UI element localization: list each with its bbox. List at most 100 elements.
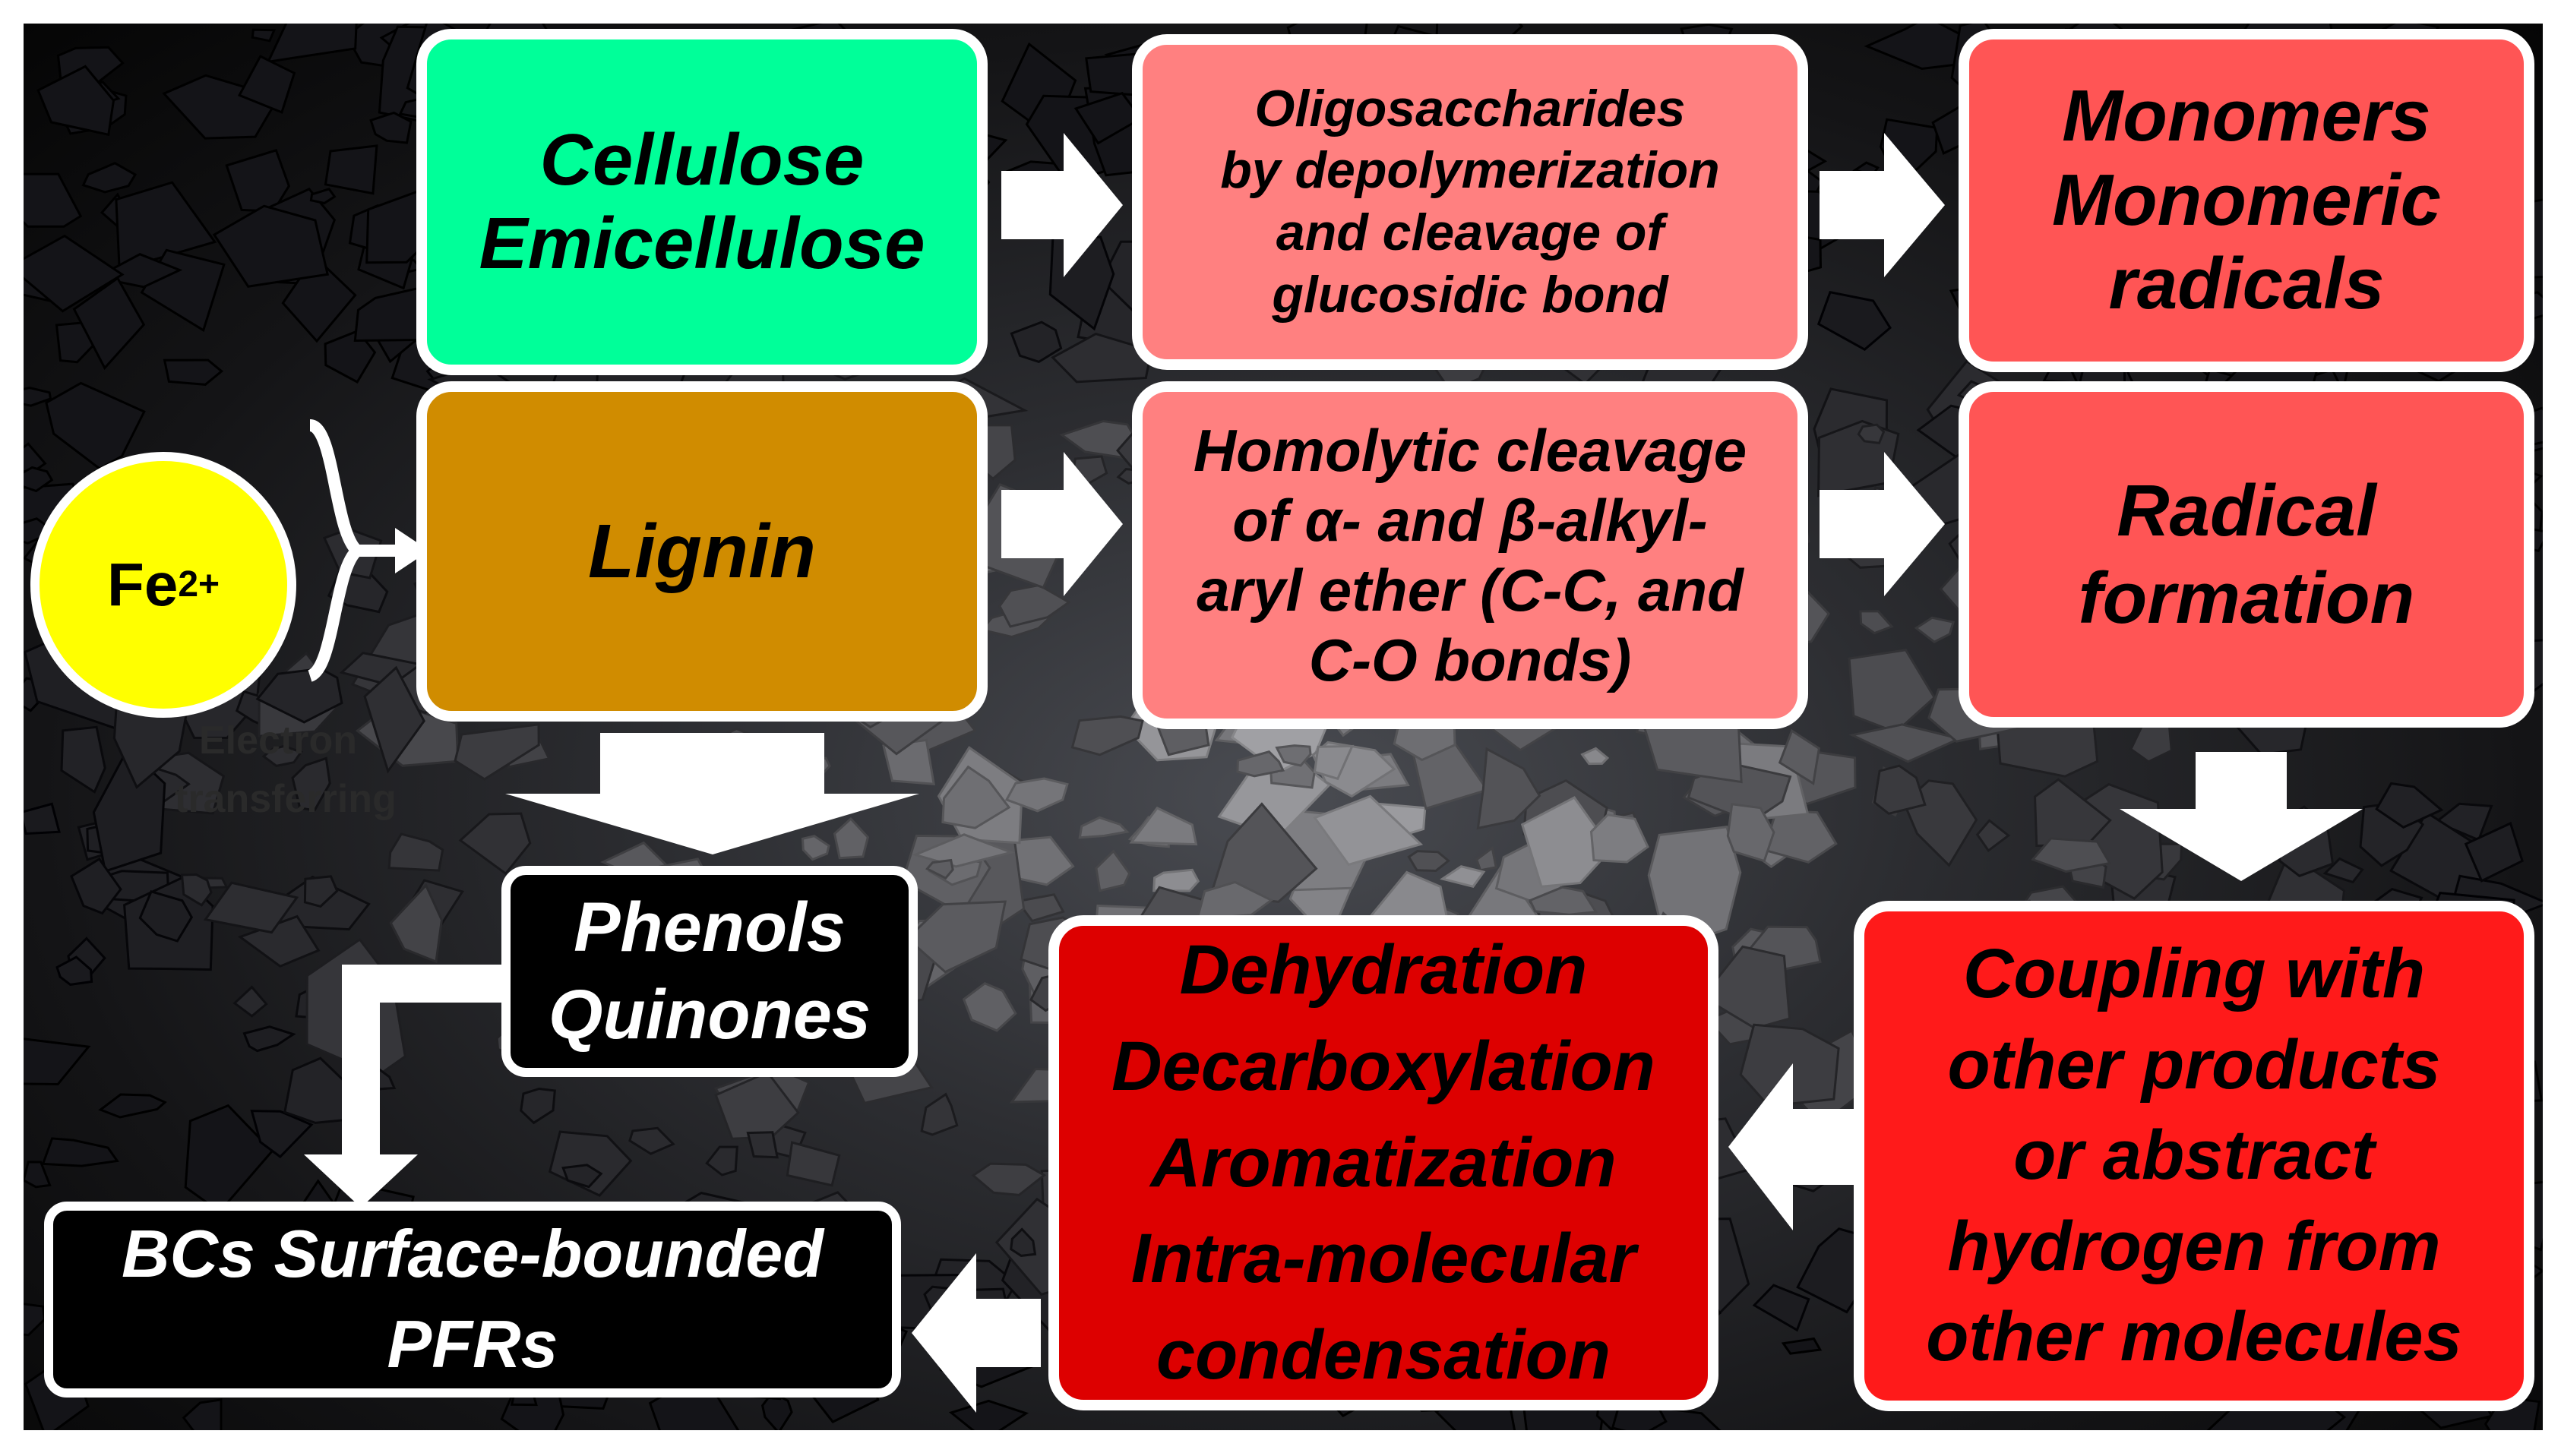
charcoal-chunk [786,1141,841,1187]
charcoal-chunk [237,55,296,114]
charcoal-chunk [180,873,213,907]
dehydration-line-3: Aromatization [1150,1123,1617,1202]
charcoal-chunk [1313,794,1424,867]
charcoal-chunk [389,883,443,964]
coupling-line-4: hydrogen from [1947,1207,2441,1285]
charcoal-chunk [24,172,83,228]
charcoal-chunk [138,889,194,943]
charcoal-chunk [2031,837,2112,873]
homolytic-line-4: C-O bonds) [1308,627,1632,694]
charcoal-chunk [324,329,377,384]
charcoal-chunk [1010,1227,1037,1257]
charcoal-chunk [454,723,540,781]
coupling-line-3: or abstract [2013,1116,2375,1195]
box-radical: Radical formation [1959,381,2534,728]
charcoal-chunk [1196,880,1274,921]
charcoal-chunk [2322,857,2364,884]
charcoal-chunk [962,981,1017,1032]
charcoal-chunk [324,144,378,195]
charcoal-chunk [1528,886,1598,916]
charcoal-chunk [920,1092,959,1136]
charcoal-chunk [24,1038,91,1086]
charcoal-chunk [24,386,52,407]
charcoal-chunk [70,857,122,915]
arrow-oligo-to-monomers [1820,133,1945,277]
pfrs-line-1: BCs Surface-bounded [121,1216,824,1292]
oligo-line-1: Oligosaccharides [1254,79,1686,137]
box-phenols: Phenols Quinones [501,866,918,1077]
charcoal-chunk [98,1093,167,1119]
charcoal-chunk [971,1162,1047,1196]
cellulose-line-2: Emicellulose [479,203,925,284]
charcoal-chunk [291,756,331,812]
electron-label-line-2: transferring [175,777,397,821]
charcoal-chunk [261,744,303,768]
charcoal-chunk [203,881,299,934]
charcoal-chunk [1010,321,1063,364]
charcoal-chunk [163,358,224,386]
charcoal-chunk [60,725,106,794]
charcoal-chunk [55,955,93,986]
charcoal-chunk [24,234,125,313]
charcoal-chunk [746,1131,779,1159]
lignin-label: Lignin [588,508,816,594]
charcoal-chunk [520,1087,556,1125]
box-monomers: Monomers Monomeric radicals [1959,29,2534,372]
arrow-radical-to-coupling [2120,752,2363,881]
charcoal-chunk [1051,332,1153,384]
charcoal-chunk [1015,893,1065,923]
charcoal-chunk [2375,782,2444,829]
charcoal-chunk [1589,813,1649,864]
charcoal-chunk [1440,865,1486,889]
charcoal-chunk [184,1104,274,1214]
charcoal-chunk [561,1164,603,1189]
charcoal-chunk [1236,750,1285,778]
charcoal-chunk [387,832,444,872]
radical-line-2: formation [2078,557,2415,639]
arrow-cellulose-to-oligo [1001,133,1123,277]
charcoal-chunk [1070,715,1144,756]
charcoal-chunk [1975,819,2011,853]
charcoal-chunk [232,985,268,1018]
charcoal-chunk [1752,1284,1810,1332]
charcoal-chunk [1078,816,1130,839]
charcoal-chunk [906,900,1007,974]
charcoal-chunk [925,858,954,880]
charcoal-chunk [24,442,47,476]
charcoal-chunk [36,65,115,137]
oligo-line-3: and cleavage of [1276,204,1665,261]
charcoal-chunk [941,765,1011,829]
fe-symbol: Fe [106,551,179,618]
electron-label-line-1: Electron [199,719,358,763]
phenols-line-1: Phenols [574,889,846,966]
charcoal-chunk [714,1070,800,1140]
charcoal-chunk [1152,868,1200,892]
arrow-phenols-to-pfrs-head [304,1154,418,1208]
homolytic-line-1: Homolytic cleavage [1193,416,1747,484]
charcoal-chunk [72,276,146,371]
charcoal-chunk [1726,803,1775,863]
box-homolytic: Homolytic cleavage of α- and β-alkyl- ar… [1132,381,1808,729]
dehydration-line-4: Intra-molecular [1130,1220,1636,1298]
oligo-line-4: glucosidic bond [1272,265,1668,324]
dehydration-line-1: Dehydration [1179,930,1588,1009]
arrow-lignin-to-homolytic [1001,452,1123,596]
charcoal-chunk [1476,747,1541,830]
arrow-lignin-to-phenols [505,733,919,854]
radical-line-1: Radical [2117,469,2376,551]
cellulose-line-1: Cellulose [539,118,865,201]
charcoal-chunk [24,802,61,835]
charcoal-chunk [1848,649,1937,734]
charcoal-chunk [801,835,830,861]
charcoal-chunk [833,816,870,860]
charcoal-chunk [1857,423,1886,445]
charcoal-chunk [2464,821,2524,883]
charcoal-chunk [1129,806,1198,846]
charcoal-chunk [251,28,277,43]
charcoal-chunk [81,162,138,194]
charcoal-chunk [1816,290,1892,352]
box-pfrs: BCs Surface-bounded PFRs [44,1202,901,1398]
charcoal-chunk [458,812,532,876]
